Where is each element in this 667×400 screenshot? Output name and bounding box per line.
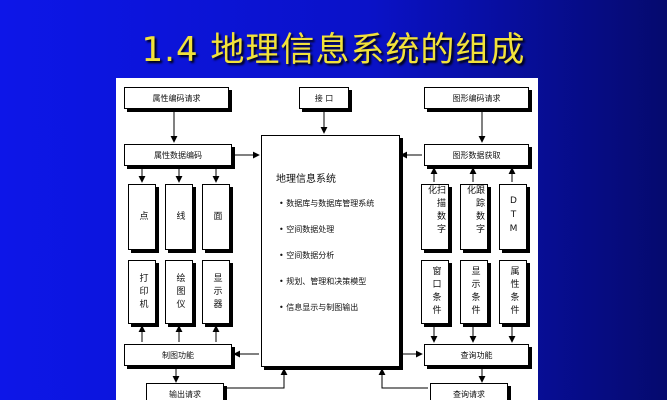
slide-title: 1.4 地理信息系统的组成 bbox=[141, 30, 526, 70]
arrow-output-request bbox=[226, 368, 288, 389]
printer-box: 打印机 bbox=[128, 260, 156, 324]
connector-lines bbox=[138, 111, 516, 389]
attribute-condition-box: 属性条件 bbox=[499, 260, 527, 324]
display-box: 显示器 bbox=[202, 260, 230, 324]
feature-display-output: 信息显示与制图输出 bbox=[279, 302, 358, 313]
query-function: 查询功能 bbox=[424, 344, 529, 366]
arrow-query-request bbox=[378, 368, 428, 389]
output-request: 输出请求 bbox=[146, 383, 224, 400]
point-box: 点 bbox=[128, 184, 156, 250]
gis-component-diagram: 属性编码请求 接 口 图形编码请求 属性数据编码 图形数据获取 地理信息系统 数… bbox=[116, 78, 538, 400]
mapping-function: 制图功能 bbox=[124, 344, 232, 366]
gis-core-title: 地理信息系统 bbox=[276, 174, 336, 185]
dtm-box: DTM bbox=[499, 184, 527, 250]
display-condition-box: 显示条件 bbox=[460, 260, 488, 324]
query-request: 查询请求 bbox=[430, 383, 508, 400]
window-condition-box: 窗口条件 bbox=[421, 260, 449, 324]
feature-spatial-analysis: 空间数据分析 bbox=[279, 250, 334, 261]
feature-spatial-processing: 空间数据处理 bbox=[279, 224, 334, 235]
interface-box: 接 口 bbox=[299, 87, 349, 109]
graphic-data-acquisition: 图形数据获取 bbox=[424, 144, 529, 166]
attribute-data-encoding: 属性数据编码 bbox=[124, 144, 232, 166]
line-box: 线 bbox=[165, 184, 193, 250]
plotter-box: 绘图仪 bbox=[165, 260, 193, 324]
graphic-encoding-request: 图形编码请求 bbox=[424, 87, 529, 109]
feature-decision-models: 规划、管理和决策模型 bbox=[279, 276, 366, 287]
area-box: 面 bbox=[202, 184, 230, 250]
gis-core-box: 地理信息系统 数据库与数据库管理系统 空间数据处理 空间数据分析 规划、管理和决… bbox=[261, 135, 400, 367]
attribute-encoding-request: 属性编码请求 bbox=[124, 87, 229, 109]
scan-digitize-box: 扫描数字化 bbox=[421, 184, 449, 250]
track-digitize-box: 跟踪数字化 bbox=[460, 184, 488, 250]
feature-database: 数据库与数据库管理系统 bbox=[279, 198, 374, 209]
